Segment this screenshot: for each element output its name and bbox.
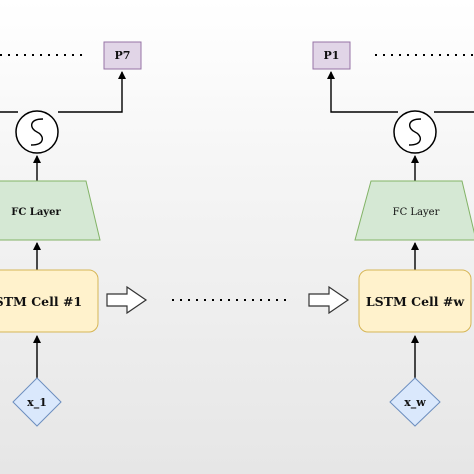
block-arrow-left-icon [106,285,148,315]
input-label-right: x_w [404,396,426,410]
output-label-left: P7 [115,49,131,62]
fc-layer-label-left: FC Layer [11,207,61,218]
lstm-cell-label-right: LSTM Cell #w [366,294,466,309]
activation-node-left [15,110,59,154]
output-label-right: P1 [324,49,340,62]
lstm-cell-left: LSTM Cell #1 [0,269,99,333]
output-box-left: P7 [103,41,142,70]
input-label-left: x_1 [27,396,47,410]
fc-layer-right: FC Layer [354,180,474,241]
sigmoid-icon [408,118,422,146]
block-arrow-right-icon [308,285,350,315]
activation-to-output-line-right [331,72,474,113]
lstm-cell-right: LSTM Cell #w [358,269,472,333]
activation-node-right [393,110,437,154]
fc-layer-left: FC Layer [0,180,101,241]
output-box-right: P1 [312,41,351,70]
sigmoid-icon [30,118,44,146]
input-node-left: x_1 [12,377,62,427]
input-node-right: x_w [389,377,441,427]
activation-to-output-line-left [0,72,122,113]
lstm-cell-label-left: LSTM Cell #1 [0,294,82,309]
fc-layer-label-right: FC Layer [393,207,440,218]
